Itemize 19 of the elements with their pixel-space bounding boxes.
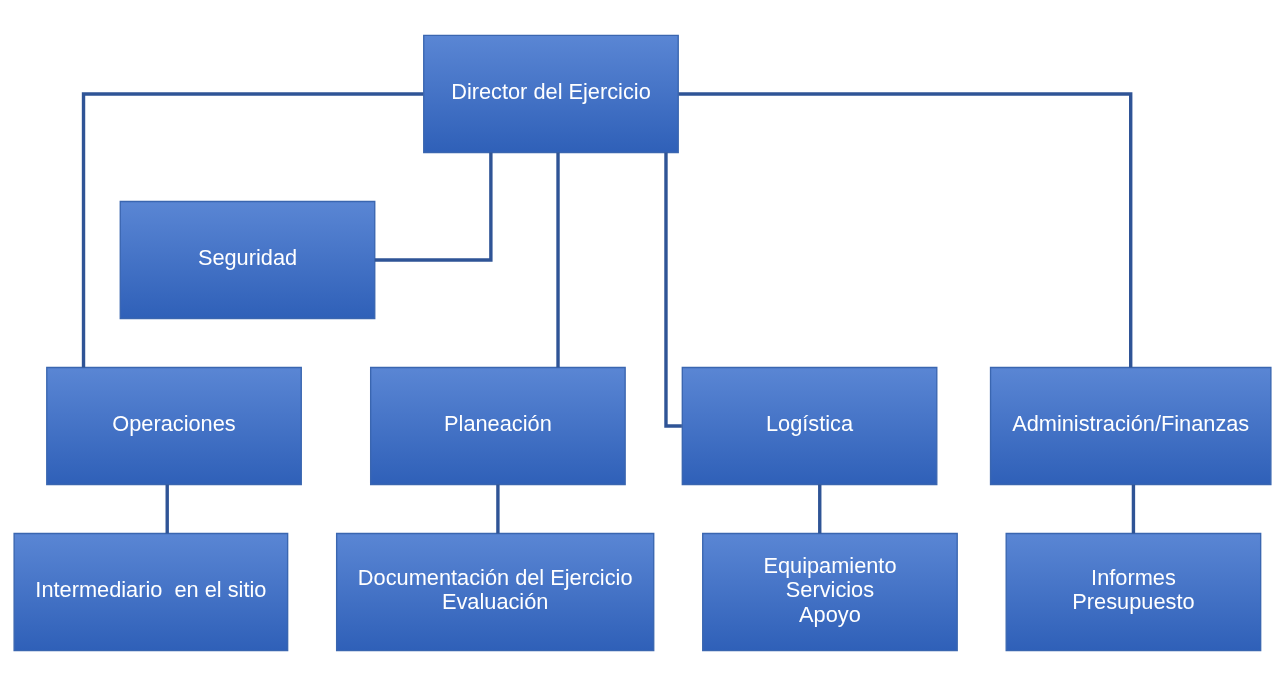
connector xyxy=(496,484,500,533)
node-box: Administración/Finanzas xyxy=(989,366,1272,485)
node-box: Logística xyxy=(681,366,938,485)
node-box: Equipamiento Servicios Apoyo xyxy=(702,532,958,651)
connector xyxy=(678,91,1133,367)
node-box: Director del Ejercicio xyxy=(423,34,679,153)
node-box: Documentación del Ejercicio Evaluación xyxy=(335,532,655,651)
node-box: Informes Presupuesto xyxy=(1005,532,1262,651)
connector xyxy=(165,484,169,533)
node-box: Planeación xyxy=(370,366,626,485)
node-box: Seguridad xyxy=(119,200,376,319)
node-box: Operaciones xyxy=(46,366,302,485)
connector xyxy=(664,152,682,428)
connector xyxy=(1131,484,1136,533)
connector xyxy=(81,91,424,367)
connector xyxy=(556,152,560,367)
node-box: Intermediario en el sitio xyxy=(13,532,289,651)
connector xyxy=(374,152,493,262)
connector xyxy=(818,484,822,533)
